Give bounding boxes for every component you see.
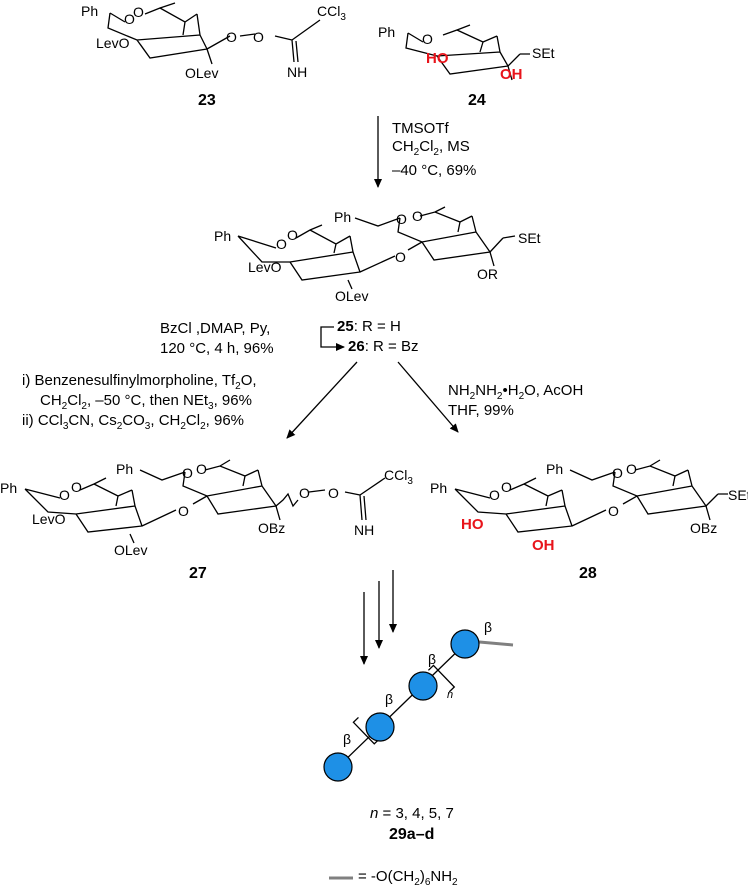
compound-25-ph2: Ph [334, 209, 351, 225]
compound-25-o4: O [412, 208, 423, 224]
n-values: n = 3, 4, 5, 7 [370, 805, 454, 822]
beta-label-2: β [385, 691, 393, 707]
compound-28-o5: O [608, 503, 619, 519]
compound-27-nh: NH [354, 522, 374, 538]
compound-23-ring-o3: O [226, 29, 237, 45]
compound-23-ph: Ph [81, 3, 98, 19]
compound-24-oh: OH [500, 66, 523, 83]
compound-25-label: 25: R = H [337, 318, 401, 335]
bz-condition-line1: BzCl ,DMAP, Py, [160, 320, 271, 337]
compound-23-ccl3: CCl3 [317, 3, 346, 23]
compound-29-number: 29a–d [389, 826, 435, 843]
compound-27-number: 27 [189, 565, 207, 582]
compound-25-olev: OLev [335, 288, 368, 304]
compound-23-structure [107, 2, 321, 65]
compound-23-olev: OLev [185, 65, 218, 81]
linker-definition: = -O(CH2)6NH2 [358, 868, 458, 888]
compound-27-ph2: Ph [116, 461, 133, 477]
left-condition-2: CH2Cl2, –50 °C, then NEt3, 96% [40, 392, 252, 412]
oligomer-29 [323, 629, 514, 782]
repeat-bracket-close [427, 664, 456, 693]
compound-25-o2: O [287, 227, 298, 243]
step1-reagent: TMSOTf [392, 120, 449, 137]
left-condition-3: ii) CCl3CN, Cs2CO3, CH2Cl2, 96% [22, 412, 245, 432]
compound-27-ccl3: CCl3 [384, 467, 413, 487]
compound-28-o2: O [501, 479, 512, 495]
compound-28-o4: O [626, 461, 637, 477]
compound-25-levo: LevO [248, 259, 282, 275]
compound-24-number: 24 [468, 92, 486, 109]
left-condition-1: i) Benzenesulfinylmorpholine, Tf2O, [22, 372, 257, 392]
reaction-arrow-right [397, 361, 459, 433]
right-condition-2: THF, 99% [448, 402, 514, 419]
reaction-arrow-bz [320, 326, 345, 351]
repeat-bracket-open [352, 716, 380, 745]
compound-27-o7: O [328, 485, 339, 501]
beta-label-3: β [428, 651, 436, 667]
compound-28-ho: HO [461, 516, 484, 533]
compound-24-ho: HO [426, 50, 449, 67]
compound-23-number: 23 [198, 92, 216, 109]
compound-23-ring-o1: O [124, 11, 135, 27]
compound-24-set: SEt [532, 45, 555, 61]
compound-27-ph1: Ph [0, 480, 17, 496]
repeat-n-label: n [447, 689, 453, 701]
step1-solvent: CH2Cl2, MS [392, 138, 470, 158]
right-condition-1: NH2NH2•H2O, AcOH [448, 382, 584, 402]
compound-28-ph1: Ph [430, 480, 447, 496]
compound-28-obz: OBz [690, 520, 717, 536]
compound-28-number: 28 [579, 565, 597, 582]
compound-27-o2: O [71, 479, 82, 495]
compound-28-structure [454, 459, 728, 533]
compound-24-ring-o: O [422, 31, 433, 47]
compound-28-o1: O [489, 487, 500, 503]
compound-23-ring-o4: O [253, 29, 264, 45]
glucose-unit-2 [365, 712, 395, 742]
compound-27-o4: O [196, 461, 207, 477]
beta-label-4: β [484, 619, 492, 635]
compound-27-o1: O [59, 487, 70, 503]
compound-25-o3: O [396, 211, 407, 227]
compound-26-label: 26: R = Bz [348, 338, 419, 355]
compound-25-o1: O [276, 236, 287, 252]
glucose-unit-1 [323, 752, 353, 782]
step1-conditions: TMSOTf CH2Cl2, MS –40 °C, 69% [392, 120, 476, 180]
compound-25-ph1: Ph [214, 228, 231, 244]
compound-23-nh: NH [287, 64, 307, 80]
glucose-unit-3 [408, 671, 438, 701]
compound-27-o6: O [299, 485, 310, 501]
beta-label-1: β [343, 731, 351, 747]
compound-28-set: SEt [728, 487, 748, 503]
compound-27-obz: OBz [258, 520, 285, 536]
compound-27-levo: LevO [32, 511, 66, 527]
compound-28-o3: O [612, 465, 623, 481]
compound-25-o5: O [395, 249, 406, 265]
glucose-unit-4 [450, 629, 480, 659]
compound-24-structure [405, 24, 530, 81]
compound-27-o3: O [182, 465, 193, 481]
compound-28-ph2: Ph [546, 461, 563, 477]
compound-23-ring-o2: O [133, 4, 144, 20]
compound-25-or: OR [477, 266, 498, 282]
compound-23-levo: LevO [96, 35, 130, 51]
compound-27-olev: OLev [114, 542, 147, 558]
compound-27-o5: O [178, 503, 189, 519]
reaction-arrow-left [286, 361, 358, 439]
compound-27-structure [24, 459, 386, 544]
bz-condition-line2: 120 °C, 4 h, 96% [160, 340, 274, 357]
step1-temp-yield: –40 °C, 69% [392, 162, 477, 179]
compound-25-26-structure [237, 206, 516, 290]
compound-25-set: SEt [518, 230, 541, 246]
compound-24-ph: Ph [378, 24, 395, 40]
compound-28-oh: OH [532, 537, 555, 554]
